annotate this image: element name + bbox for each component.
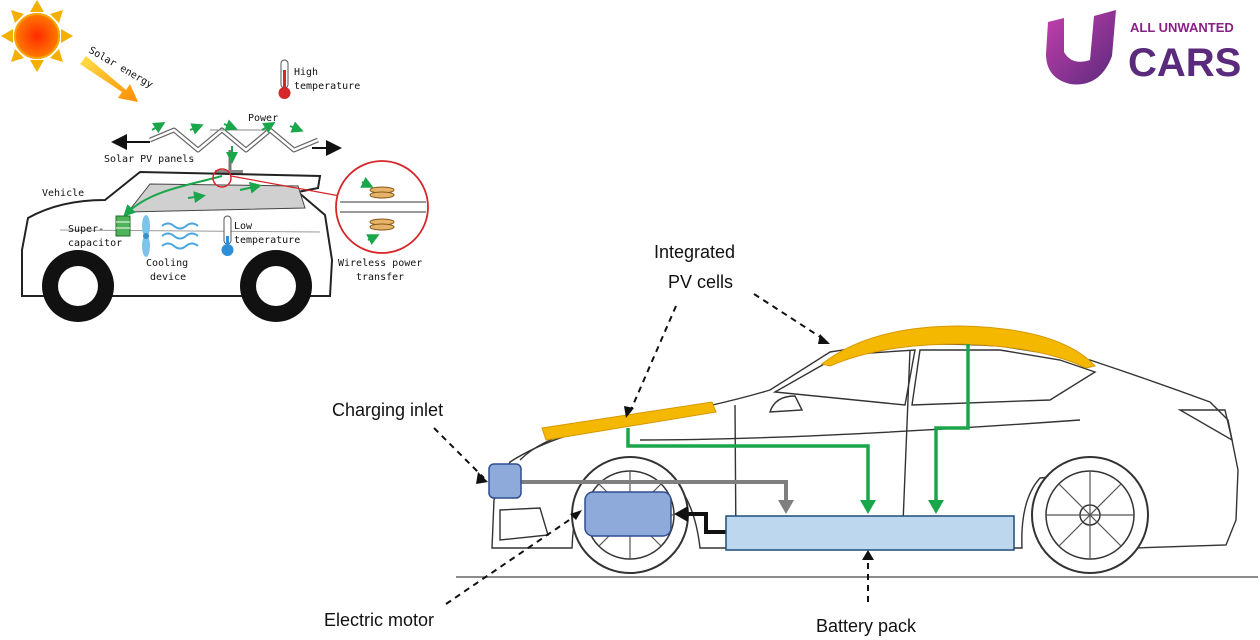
roof-pv-cells	[820, 325, 1096, 369]
zoom-link-line	[230, 175, 341, 197]
logo-u-icon	[1046, 10, 1116, 85]
cooling-waves-icon	[161, 222, 199, 250]
electric-motor	[584, 491, 672, 537]
zoom-source-circle	[212, 168, 232, 188]
battery-pack-label: Battery pack	[816, 616, 917, 636]
high-thermometer-icon	[278, 59, 291, 99]
callout-arrowheads	[476, 334, 874, 560]
high-temp-label-1: High	[294, 67, 318, 78]
supercapacitor-label-2: capacitor	[68, 238, 122, 249]
side-mirror	[769, 395, 804, 413]
logo-line2: CARS	[1128, 41, 1241, 85]
charging-inlet-label: Charging inlet	[332, 400, 443, 420]
power-label: Power	[248, 113, 278, 124]
solar-pv-panels	[149, 127, 319, 176]
supercapacitor-label-1: Super-	[68, 224, 104, 235]
pv-energy-flow	[626, 344, 970, 508]
wireless-power-label-1: Wireless power	[338, 258, 422, 269]
flow-arrowhead-1	[860, 500, 876, 514]
electric-motor-label: Electric motor	[324, 610, 434, 630]
solar-beam-arrow	[80, 56, 138, 102]
ev-sedan-diagram: Integrated PV cells Charging inlet Elect…	[324, 242, 1258, 636]
sun-icon	[1, 0, 73, 72]
low-temp-label-1: Low	[234, 221, 253, 232]
high-temp-label-2: temperature	[294, 81, 360, 92]
charging-inlet	[488, 463, 522, 499]
logo-line1: ALL UNWANTED	[1130, 20, 1234, 35]
battery-pack	[725, 515, 1015, 551]
low-thermometer-icon	[221, 215, 234, 256]
wireless-power-label-2: transfer	[356, 272, 404, 283]
cooling-fan-icon	[142, 215, 150, 257]
rear-wheel	[1031, 456, 1149, 574]
flow-arrowhead-2	[928, 500, 944, 514]
vehicle-power-flow	[123, 175, 262, 217]
brand-logo: ALL UNWANTED CARS	[1046, 10, 1241, 85]
charging-arrowhead	[778, 500, 794, 514]
cooling-device-label-1: Cooling	[146, 258, 188, 269]
suv-body	[21, 170, 334, 322]
power-flow-arrows	[151, 119, 304, 164]
hood-pv-cells	[541, 401, 717, 441]
callout-arrows	[433, 293, 869, 605]
low-temp-label-2: temperature	[234, 235, 300, 246]
cooling-device-label-2: device	[150, 272, 186, 283]
supercapacitor-icon	[115, 215, 131, 237]
integrated-pv-label-1: Integrated	[654, 242, 735, 262]
wireless-power-zoom	[335, 160, 429, 254]
charging-flow	[520, 480, 788, 508]
vehicle-label: Vehicle	[42, 188, 84, 199]
battery-motor-flow	[686, 512, 726, 534]
motor-arrowhead	[674, 506, 688, 522]
solar-pv-panels-label: Solar PV panels	[104, 154, 194, 165]
solar-vehicle-diagram: Solar energy High temperature Power	[1, 0, 429, 322]
integrated-pv-label-2: PV cells	[668, 272, 733, 292]
